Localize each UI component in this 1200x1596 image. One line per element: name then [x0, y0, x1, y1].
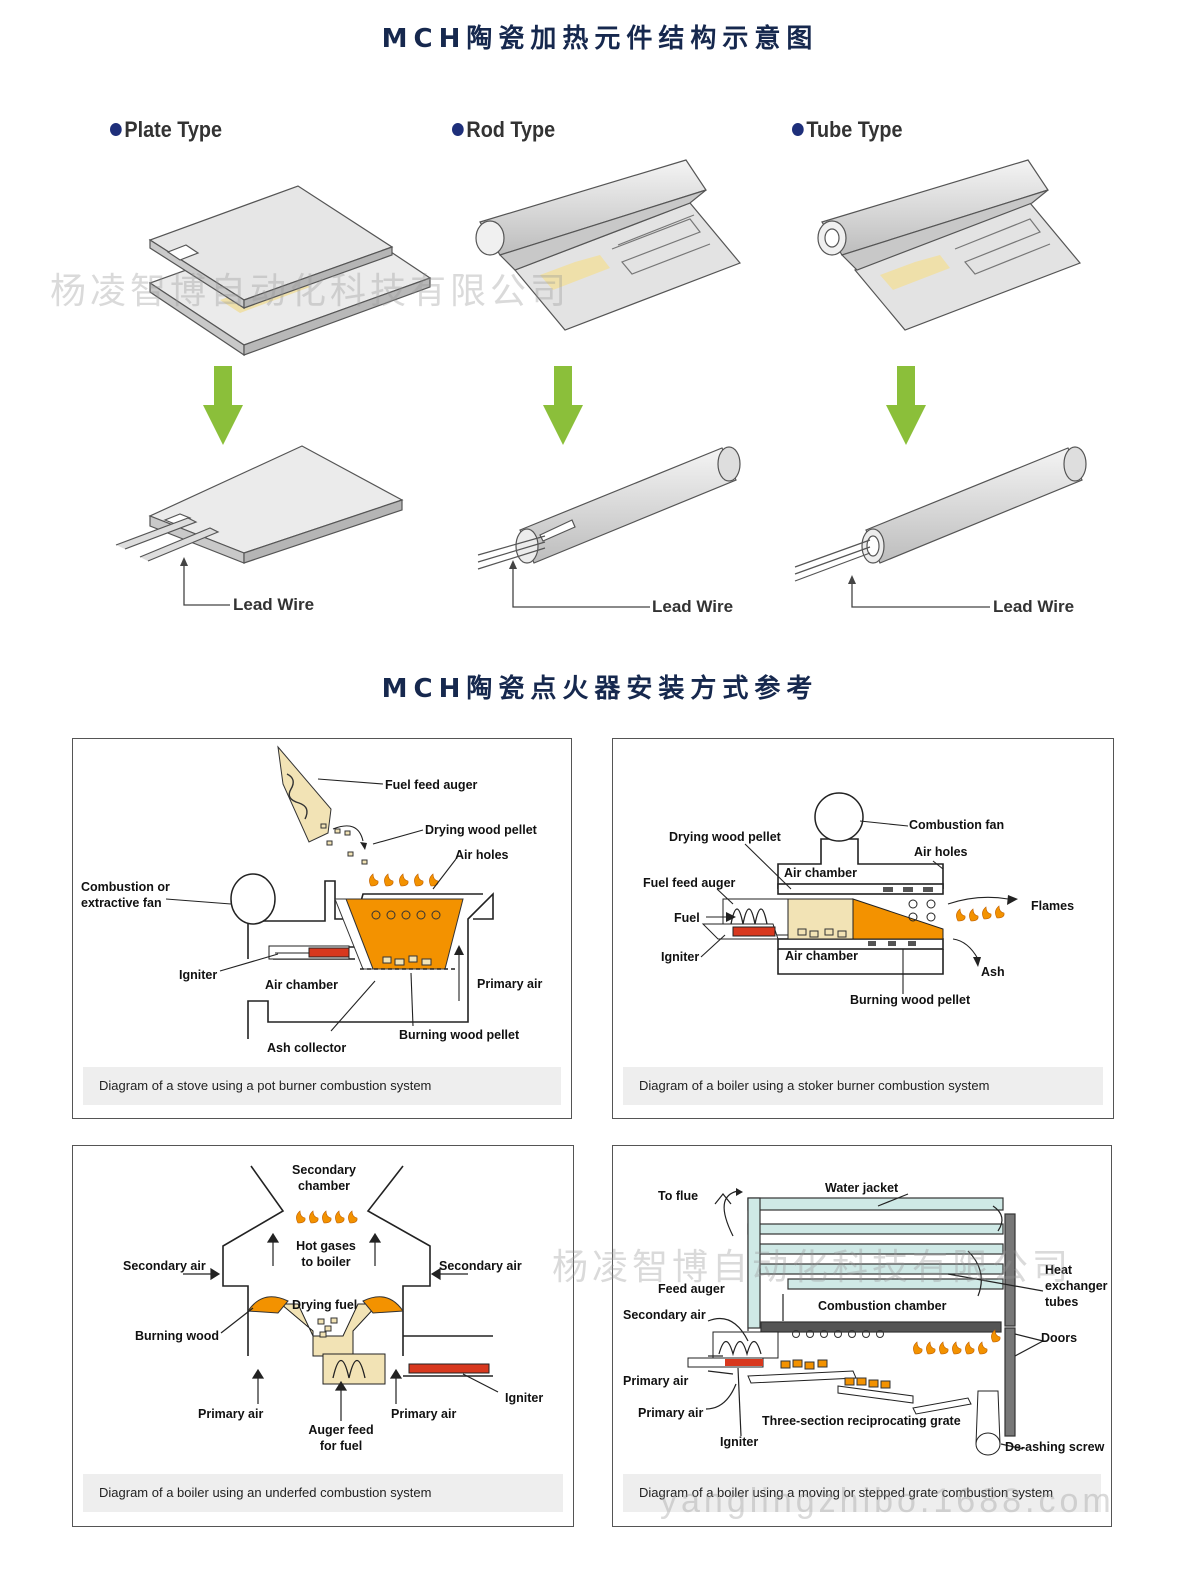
lead-wire-label: Lead Wire — [652, 597, 734, 616]
label-three-section-grate: Three-section reciprocating grate — [762, 1414, 961, 1428]
plate-type-heading: Plate Type — [110, 117, 222, 143]
rod-finished — [477, 446, 741, 570]
label-ash: Ash — [981, 965, 1005, 979]
label-de-ashing-screw: De-ashing screw — [1005, 1440, 1105, 1454]
label-hot-gases: Hot gases to boiler — [296, 1239, 356, 1269]
moving-grate-diagram — [687, 1188, 1044, 1456]
label-ash-collector: Ash collector — [267, 1041, 347, 1055]
moving-grate-panel: To flue Water jacket Feed auger Heat exc… — [612, 1145, 1112, 1527]
page-title: MCH陶瓷加热元件结构示意图 — [381, 24, 819, 54]
label-secondary-air-right: Secondary air — [439, 1259, 522, 1273]
label-igniter: Igniter — [720, 1435, 759, 1449]
label-primary-air: Primary air — [477, 977, 543, 991]
label-primary-air-left: Primary air — [198, 1407, 264, 1421]
label-fuel-feed-auger: Fuel feed auger — [385, 778, 478, 792]
underfed-diagram — [183, 1165, 499, 1421]
plate-exploded — [148, 185, 432, 357]
underfed-panel: Secondary chamber Hot gases to boiler Se… — [72, 1145, 574, 1527]
label-air-holes: Air holes — [455, 848, 509, 862]
moving-grate-caption: Diagram of a boiler using a moving or st… — [623, 1474, 1101, 1512]
section-title: MCH陶瓷点火器安装方式参考 — [381, 674, 819, 704]
underfed-caption: Diagram of a boiler using an underfed co… — [83, 1474, 563, 1512]
label-doors: Doors — [1041, 1331, 1078, 1345]
label-igniter: Igniter — [179, 968, 218, 982]
label-feed-auger: Feed auger — [658, 1282, 725, 1296]
lead-wire-label: Lead Wire — [993, 597, 1075, 616]
tube-finished — [794, 446, 1087, 582]
label-water-jacket: Water jacket — [825, 1181, 899, 1195]
bullet-icon — [792, 123, 804, 136]
label-primary-air-2: Primary air — [638, 1406, 704, 1420]
label-secondary-air-left: Secondary air — [123, 1259, 206, 1273]
bullet-icon — [452, 123, 464, 136]
rod-type-heading: Rod Type — [452, 117, 555, 143]
watermark-text: 杨凌智博自动化科技有限公司 — [50, 271, 571, 312]
heater-structure-diagram — [115, 159, 1087, 608]
tube-type-heading: Tube Type — [792, 117, 902, 143]
plate-finished — [115, 445, 404, 564]
stoker-burner-caption: Diagram of a boiler using a stoker burne… — [623, 1067, 1103, 1105]
label-drying-wood-pellet: Drying wood pellet — [425, 823, 537, 837]
stoker-burner-diagram — [700, 792, 1018, 994]
label-air-chamber: Air chamber — [265, 978, 338, 992]
label-flames: Flames — [1031, 899, 1075, 913]
watermark-url: yanglingzhibo.1688.com — [660, 1482, 1115, 1520]
bullet-icon — [110, 123, 122, 136]
label-combustion-fan: Combustion fan — [909, 818, 1005, 832]
label-primary-air-1: Primary air — [623, 1374, 689, 1388]
label-burning-wood: Burning wood — [135, 1329, 220, 1343]
stoker-burner-panel: Combustion fan Drying wood pellet Air ho… — [612, 738, 1114, 1119]
label-fuel-feed-auger: Fuel feed auger — [643, 876, 736, 890]
label-secondary-chamber: Secondary chamber — [292, 1163, 356, 1193]
tube-exploded — [817, 159, 1081, 331]
label-primary-air-right: Primary air — [391, 1407, 457, 1421]
green-arrows — [203, 366, 926, 445]
label-burning-wood-pellet: Burning wood pellet — [850, 993, 971, 1007]
label-to-flue: To flue — [658, 1189, 699, 1203]
label-air-chamber-bottom: Air chamber — [785, 949, 858, 963]
label-air-holes: Air holes — [914, 845, 968, 859]
label-igniter: Igniter — [661, 950, 700, 964]
label-air-chamber-top: Air chamber — [784, 866, 857, 880]
label-combustion-chamber: Combustion chamber — [818, 1299, 947, 1313]
lead-wire-pointers — [183, 560, 990, 608]
rod-exploded — [475, 159, 741, 331]
label-drying-wood-pellet: Drying wood pellet — [669, 830, 781, 844]
pot-burner-panel: Fuel feed auger Drying wood pellet Air h… — [72, 738, 572, 1119]
lead-wire-label: Lead Wire — [233, 595, 315, 614]
pot-burner-caption: Diagram of a stove using a pot burner co… — [83, 1067, 561, 1105]
label-burning-wood-pellet: Burning wood pellet — [399, 1028, 520, 1042]
label-fan: Combustion or extractive fan — [81, 880, 170, 910]
label-drying-fuel: Drying fuel — [292, 1298, 358, 1312]
watermark-text: 杨凌智博自动化科技有限公司 — [552, 1247, 1073, 1288]
label-fuel: Fuel — [674, 911, 700, 925]
label-auger-feed: Auger feed for fuel — [308, 1423, 374, 1453]
label-heat-exchanger-tubes: Heat exchanger tubes — [1045, 1263, 1108, 1309]
label-secondary-air: Secondary air — [623, 1308, 706, 1322]
label-igniter: Igniter — [505, 1391, 544, 1405]
pot-burner-diagram — [165, 745, 494, 1039]
